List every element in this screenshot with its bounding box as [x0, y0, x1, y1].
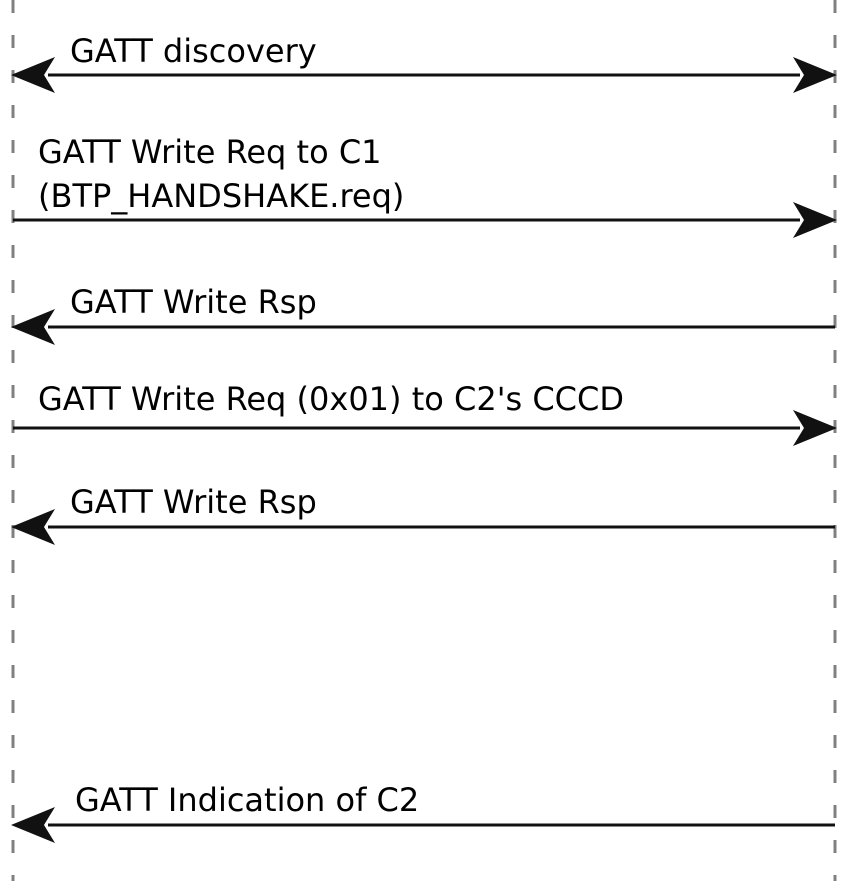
- message-gatt-write-req-cccd: GATT Write Req (0x01) to C2's CCCD: [13, 380, 837, 446]
- message-label-line1: GATT Write Req to C1: [38, 133, 382, 171]
- arrowhead-left: [11, 807, 55, 843]
- arrowhead-right: [793, 57, 837, 93]
- arrowhead-left: [11, 57, 55, 93]
- message-label-line2: (BTP_HANDSHAKE.req): [38, 177, 404, 215]
- message-gatt-write-rsp-2: GATT Write Rsp: [11, 483, 835, 545]
- arrowhead-left: [11, 509, 55, 545]
- message-label: GATT Write Req (0x01) to C2's CCCD: [38, 380, 624, 418]
- message-label: GATT discovery: [70, 32, 317, 70]
- arrowhead-left: [11, 309, 55, 345]
- message-gatt-indication-c2: GATT Indication of C2: [11, 781, 835, 843]
- message-label: GATT Write Rsp: [70, 483, 317, 521]
- arrowhead-right: [793, 410, 837, 446]
- message-gatt-discovery: GATT discovery: [11, 32, 837, 93]
- arrowhead-right: [793, 202, 837, 238]
- lifelines-group: [11, 0, 837, 881]
- message-gatt-write-rsp-1: GATT Write Rsp: [11, 283, 835, 345]
- message-label: GATT Indication of C2: [75, 781, 419, 819]
- message-label: GATT Write Rsp: [70, 283, 317, 321]
- message-gatt-write-req-c1: GATT Write Req to C1 (BTP_HANDSHAKE.req): [13, 133, 837, 238]
